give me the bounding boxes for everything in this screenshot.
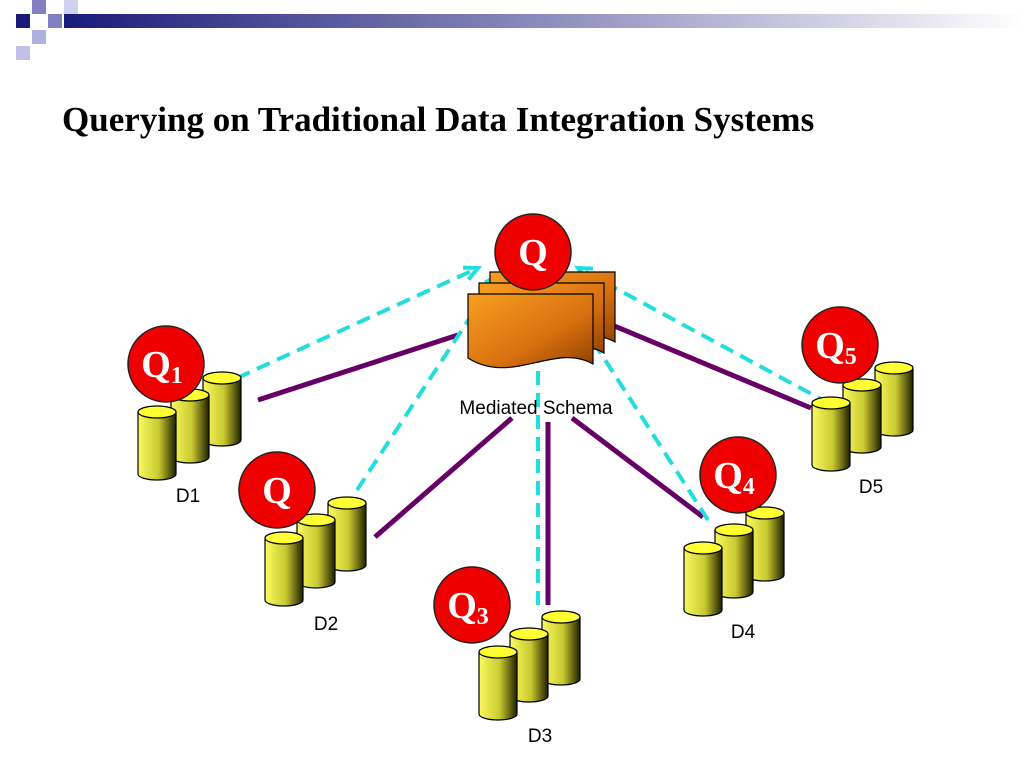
mediated-query-badge: Q xyxy=(494,213,572,291)
data-source-label: D4 xyxy=(731,622,756,643)
query-path-d4 xyxy=(553,280,710,522)
query-circle xyxy=(127,325,205,403)
query-label: Q xyxy=(262,470,292,512)
schema-document-icon xyxy=(467,293,594,369)
query-subscript: 3 xyxy=(477,604,489,630)
database-cylinder xyxy=(683,541,723,617)
query-circle xyxy=(801,306,879,384)
mediated-schema-label: Mediated Schema xyxy=(459,398,613,419)
query-badge-d1: Q1 xyxy=(127,325,205,403)
query-label: Q xyxy=(518,232,548,274)
data-source-label: D1 xyxy=(176,486,200,507)
query-circle xyxy=(238,451,316,529)
query-circle xyxy=(494,213,572,291)
database-cylinder xyxy=(296,513,336,589)
database-cylinder xyxy=(509,627,549,703)
connection-line-d1 xyxy=(257,332,459,403)
database-cylinder xyxy=(327,496,367,572)
query-path-d5 xyxy=(577,266,831,406)
connection-lines xyxy=(257,322,812,605)
data-source-label: D2 xyxy=(314,614,338,635)
database-cylinder xyxy=(202,371,242,447)
header-decoration xyxy=(16,0,1024,60)
query-badge-d5: Q5 xyxy=(801,306,879,384)
database-cylinder xyxy=(478,645,518,721)
query-subscript: 5 xyxy=(845,344,857,370)
query-badge-d3: Q3 xyxy=(433,566,511,644)
query-subscript: 1 xyxy=(171,363,183,389)
arrowhead-icon xyxy=(462,265,483,281)
query-badge-d2: Q xyxy=(238,451,316,529)
database-cylinder xyxy=(137,405,177,481)
data-source-d5: D5 xyxy=(811,361,914,498)
data-source-d1: D1 xyxy=(137,371,242,507)
database-cylinder xyxy=(264,531,304,607)
data-source-d3: D3 xyxy=(478,610,581,747)
data-source-d2: D2 xyxy=(264,496,367,635)
slide-title: Querying on Traditional Data Integration… xyxy=(62,100,815,139)
query-subscript: 4 xyxy=(743,474,755,500)
database-cylinder xyxy=(714,523,754,599)
query-circle xyxy=(433,566,511,644)
connection-line-d2 xyxy=(373,416,514,539)
mediated-schema: Mediated Schema xyxy=(459,271,616,419)
database-cylinder xyxy=(811,396,851,472)
connection-line-d4 xyxy=(570,416,705,519)
query-circle xyxy=(699,436,777,514)
connection-line-d5 xyxy=(611,322,812,411)
query-badge-d4: Q4 xyxy=(699,436,777,514)
query-path-d1 xyxy=(236,266,479,380)
data-source-label: D5 xyxy=(859,477,883,498)
data-source-d4: D4 xyxy=(683,506,785,643)
data-source-label: D3 xyxy=(528,726,552,747)
